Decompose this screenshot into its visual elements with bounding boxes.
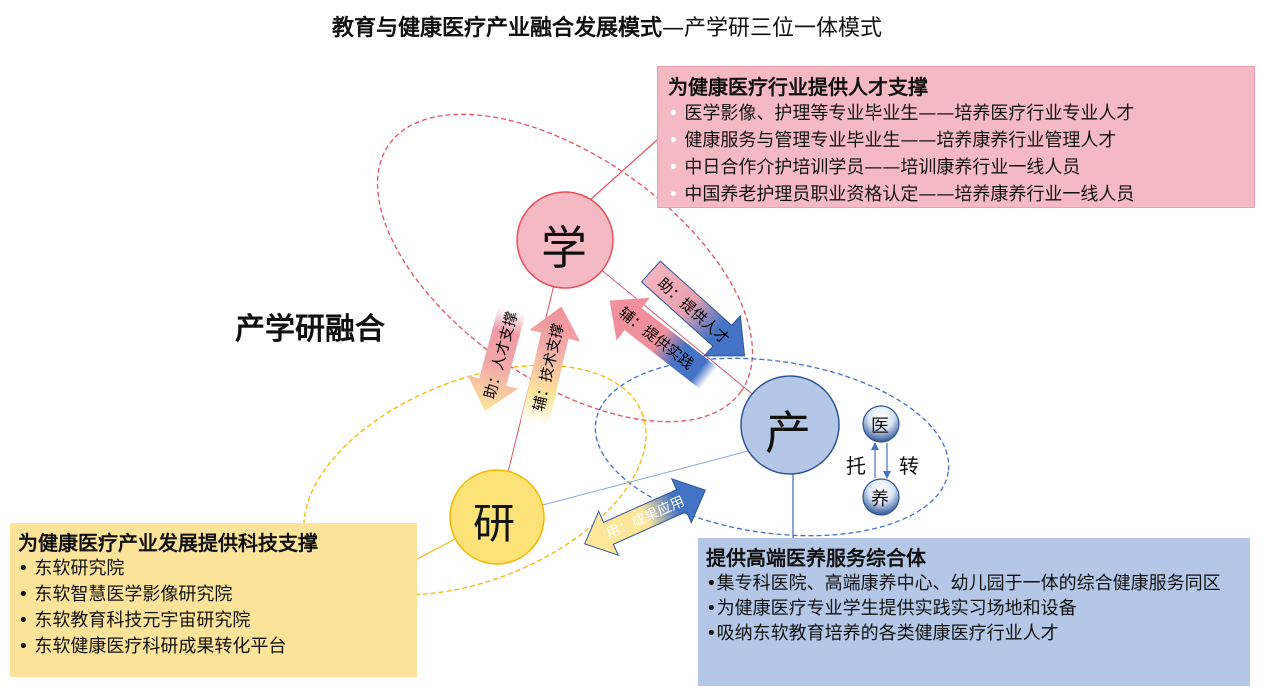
list-item: 健康服务与管理专业毕业生——培养康养行业管理人才 xyxy=(668,127,1244,154)
yan-circle xyxy=(449,469,545,565)
chan-ellipse xyxy=(594,357,950,537)
list-item: 中国养老护理员职业资格认定——培养康养行业一线人员 xyxy=(668,181,1244,208)
list-item: 东软健康医疗科研成果转化平台 xyxy=(18,634,409,660)
node-yan: 研 xyxy=(473,499,516,548)
list-item: 东软研究院 xyxy=(18,556,409,582)
xue-circle xyxy=(516,191,614,289)
connector-line xyxy=(496,439,791,518)
label-zhuan: 转 xyxy=(899,454,919,478)
connector-line xyxy=(589,139,658,201)
yi-circle xyxy=(862,405,900,443)
list-item: 医学影像、护理等专业毕业生——培养医疗行业专业人才 xyxy=(668,100,1244,127)
title-bold: 教育与健康医疗产业融合发展模式 xyxy=(331,16,662,41)
talent-support-box: 为健康医疗行业提供人才支撑 医学影像、护理等专业毕业生——培养医疗行业专业人才 … xyxy=(657,66,1255,208)
list-item: 集专科医院、高端康养中心、幼儿园于一体的综合健康服务同区 xyxy=(706,571,1242,596)
box-heading: 为健康医疗产业发展提供科技支撑 xyxy=(18,531,318,555)
yang-circle xyxy=(862,478,900,516)
tech-support-box: 为健康医疗产业发展提供科技支撑 东软研究院 东软智慧医学影像研究院 东软教育科技… xyxy=(10,523,417,677)
list-item: 为健康医疗专业学生提供实践实习场地和设备 xyxy=(706,596,1242,621)
service-complex-box: 提供高端医养服务综合体 集专科医院、高端康养中心、幼儿园于一体的综合健康服务同区… xyxy=(698,538,1250,686)
xue-ellipse xyxy=(376,113,754,423)
arrow-result-application: 用：成果应用 xyxy=(584,477,706,557)
label-tuo: 托 xyxy=(846,454,866,478)
list-item: 东软教育科技元宇宙研究院 xyxy=(18,608,409,634)
list-item: 吸纳东软教育培养的各类健康医疗行业人才 xyxy=(706,621,1242,646)
node-chan: 产 xyxy=(765,406,811,460)
page-title: 教育与健康医疗产业融合发展模式—产学研三位一体模式 xyxy=(0,10,1214,42)
node-yang: 养 xyxy=(871,489,889,510)
node-yi: 医 xyxy=(871,416,889,437)
chan-circle xyxy=(740,375,840,475)
list-item: 东软智慧医学影像研究院 xyxy=(18,582,409,608)
center-label: 产学研融合 xyxy=(235,312,385,347)
box-heading: 提供高端医养服务综合体 xyxy=(706,546,926,570)
list-item: 中日合作介护培训学员——培训康养行业一线人员 xyxy=(668,154,1244,181)
title-normal: —产学研三位一体模式 xyxy=(662,16,883,41)
box-heading: 为健康医疗行业提供人才支撑 xyxy=(668,75,928,99)
node-xue: 学 xyxy=(541,221,587,275)
zhuan-arrowhead xyxy=(883,471,891,479)
tuo-arrowhead xyxy=(871,442,879,450)
